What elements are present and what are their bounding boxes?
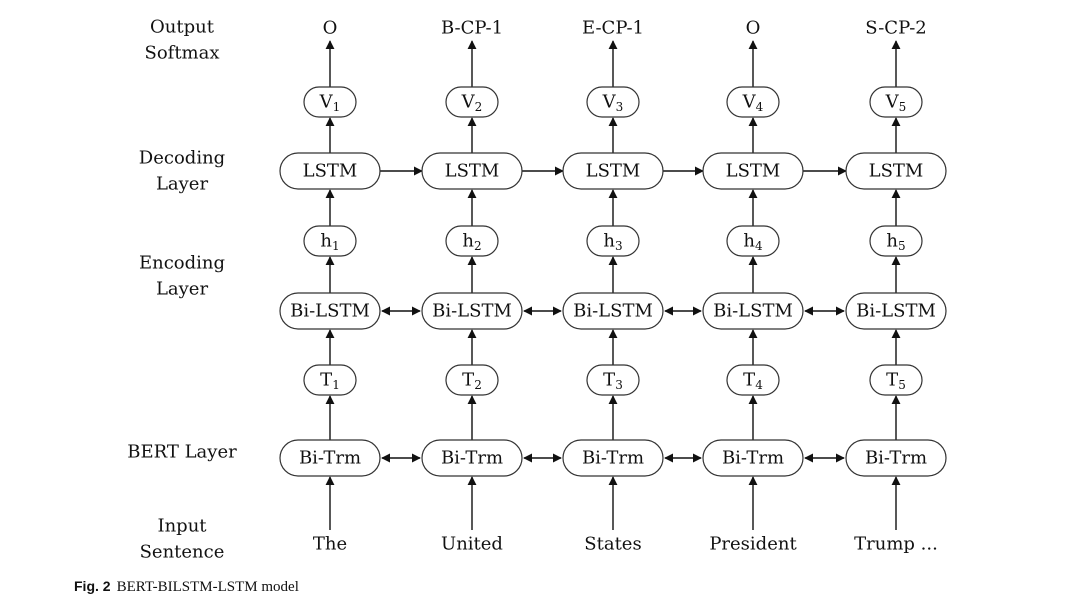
bilstm-node-3-label: Bi-LSTM bbox=[573, 301, 653, 322]
h-node-3: h3 bbox=[586, 225, 640, 257]
lstm-node-1: LSTM bbox=[279, 152, 381, 190]
bilstm-node-4-label: Bi-LSTM bbox=[713, 301, 793, 322]
input-word-5: Trump ... bbox=[854, 534, 938, 555]
bitrm-node-4: Bi-Trm bbox=[702, 439, 804, 477]
bilstm-node-2: Bi-LSTM bbox=[421, 292, 523, 330]
h-node-1: h1 bbox=[303, 225, 357, 257]
input-word-3: States bbox=[584, 534, 641, 555]
t-node-1: T1 bbox=[303, 364, 357, 396]
h-node-4-box bbox=[726, 225, 780, 257]
h-node-5-box bbox=[869, 225, 923, 257]
bitrm-node-5-label: Bi-Trm bbox=[865, 448, 927, 469]
t-node-5-box bbox=[869, 364, 923, 396]
lstm-node-3: LSTM bbox=[562, 152, 664, 190]
lstm-node-4-label: LSTM bbox=[726, 161, 781, 182]
bitrm-node-1: Bi-Trm bbox=[279, 439, 381, 477]
v-node-3-box bbox=[586, 86, 640, 118]
bitrm-node-1-label: Bi-Trm bbox=[299, 448, 361, 469]
output-tag-5: S-CP-2 bbox=[865, 18, 927, 39]
v-node-3: V3 bbox=[586, 86, 640, 118]
lstm-node-5-label: LSTM bbox=[869, 161, 924, 182]
output-tag-2: B-CP-1 bbox=[441, 18, 503, 39]
v-node-1-box bbox=[303, 86, 357, 118]
lstm-node-2: LSTM bbox=[421, 152, 523, 190]
row-label-decoding: Decoding bbox=[139, 148, 225, 169]
row-label-encoding: Encoding bbox=[139, 253, 225, 274]
bitrm-node-3: Bi-Trm bbox=[562, 439, 664, 477]
h-node-5: h5 bbox=[869, 225, 923, 257]
t-node-1-box bbox=[303, 364, 357, 396]
t-node-5: T5 bbox=[869, 364, 923, 396]
lstm-node-4: LSTM bbox=[702, 152, 804, 190]
figure-caption-text: BERT-BILSTM-LSTM model bbox=[116, 579, 299, 595]
v-node-2: V2 bbox=[445, 86, 499, 118]
row-label-input: Sentence bbox=[140, 542, 225, 563]
h-node-1-box bbox=[303, 225, 357, 257]
bitrm-node-3-label: Bi-Trm bbox=[582, 448, 644, 469]
row-label-input: Input bbox=[157, 516, 207, 537]
v-node-4-box bbox=[726, 86, 780, 118]
v-node-2-box bbox=[445, 86, 499, 118]
bilstm-node-3: Bi-LSTM bbox=[562, 292, 664, 330]
bilstm-node-3-box bbox=[562, 292, 664, 330]
v-node-5-box bbox=[869, 86, 923, 118]
bitrm-node-5-box bbox=[845, 439, 947, 477]
input-word-1: The bbox=[313, 534, 347, 555]
v-node-5: V5 bbox=[869, 86, 923, 118]
lstm-node-2-label: LSTM bbox=[445, 161, 500, 182]
row-label-bert: BERT Layer bbox=[127, 442, 237, 463]
v-node-4: V4 bbox=[726, 86, 780, 118]
t-node-2: T2 bbox=[445, 364, 499, 396]
t-node-4-box bbox=[726, 364, 780, 396]
bilstm-node-2-box bbox=[421, 292, 523, 330]
lstm-node-5: LSTM bbox=[845, 152, 947, 190]
row-label-encoding: Layer bbox=[156, 279, 209, 300]
t-node-3-box bbox=[586, 364, 640, 396]
bitrm-node-5: Bi-Trm bbox=[845, 439, 947, 477]
bilstm-node-1-box bbox=[279, 292, 381, 330]
h-node-2: h2 bbox=[445, 225, 499, 257]
bitrm-node-2-box bbox=[421, 439, 523, 477]
lstm-node-5-box bbox=[845, 152, 947, 190]
bilstm-node-1: Bi-LSTM bbox=[279, 292, 381, 330]
lstm-node-1-label: LSTM bbox=[303, 161, 358, 182]
bilstm-node-5-label: Bi-LSTM bbox=[856, 301, 936, 322]
bitrm-node-3-box bbox=[562, 439, 664, 477]
bilstm-node-4: Bi-LSTM bbox=[702, 292, 804, 330]
bilstm-node-2-label: Bi-LSTM bbox=[432, 301, 512, 322]
lstm-node-3-label: LSTM bbox=[586, 161, 641, 182]
v-node-1: V1 bbox=[303, 86, 357, 118]
h-node-2-box bbox=[445, 225, 499, 257]
figure-caption-label: Fig. 2 bbox=[74, 578, 111, 594]
lstm-node-1-box bbox=[279, 152, 381, 190]
bilstm-node-4-box bbox=[702, 292, 804, 330]
t-node-2-box bbox=[445, 364, 499, 396]
row-label-decoding: Layer bbox=[156, 174, 209, 195]
bitrm-node-1-box bbox=[279, 439, 381, 477]
row-label-output: Softmax bbox=[144, 43, 219, 64]
h-node-3-box bbox=[586, 225, 640, 257]
input-word-4: President bbox=[709, 534, 797, 555]
lstm-node-4-box bbox=[702, 152, 804, 190]
bitrm-node-4-label: Bi-Trm bbox=[722, 448, 784, 469]
lstm-node-2-box bbox=[421, 152, 523, 190]
t-node-4: T4 bbox=[726, 364, 780, 396]
bilstm-node-5-box bbox=[845, 292, 947, 330]
output-tag-4: O bbox=[746, 18, 761, 39]
row-label-output: Output bbox=[150, 17, 215, 38]
t-node-3: T3 bbox=[586, 364, 640, 396]
bitrm-node-2-label: Bi-Trm bbox=[441, 448, 503, 469]
bitrm-node-4-box bbox=[702, 439, 804, 477]
output-tag-3: E-CP-1 bbox=[582, 18, 644, 39]
h-node-4: h4 bbox=[726, 225, 780, 257]
bilstm-node-5: Bi-LSTM bbox=[845, 292, 947, 330]
input-word-2: United bbox=[441, 534, 503, 555]
bilstm-node-1-label: Bi-LSTM bbox=[290, 301, 370, 322]
bitrm-node-2: Bi-Trm bbox=[421, 439, 523, 477]
lstm-node-3-box bbox=[562, 152, 664, 190]
figure-caption: Fig. 2 BERT-BILSTM-LSTM model bbox=[74, 578, 299, 596]
output-tag-1: O bbox=[323, 18, 338, 39]
